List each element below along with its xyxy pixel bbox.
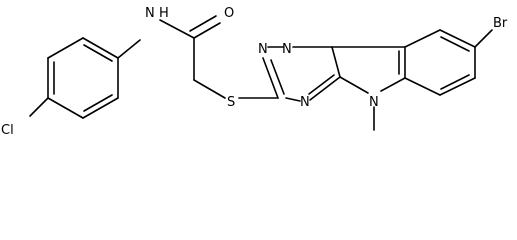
atom-labels: Cl N H O S N N N N Br [1,6,508,138]
thioether-s-label: S [227,95,235,110]
triazine-n2-label: N [282,42,292,57]
triazine-ring [262,46,341,102]
pyrrole-ring [331,46,406,94]
c-n-amide-bond [117,39,141,59]
carbonyl-double-bond [193,22,221,39]
carbonyl-o-label: O [224,6,234,21]
c-cl-bond [29,97,49,117]
indole-n-label: N [369,95,379,110]
c-br-bond [474,29,493,48]
chemical-structure-diagram: Cl N H O S N N N N Br [1,6,508,138]
benzo-ring [404,29,476,96]
amide-h-label: H [159,6,169,21]
cl-label: Cl [1,123,14,138]
ch2-s-bond [193,79,226,99]
bonds [29,15,493,131]
amide-n-label: N [145,6,155,21]
chlorophenyl-ring [47,37,119,119]
br-label: Br [493,16,508,31]
triazine-n1-label: N [258,42,268,57]
n-carbonyl-bond [159,19,195,39]
triazine-n3-label: N [300,95,310,110]
